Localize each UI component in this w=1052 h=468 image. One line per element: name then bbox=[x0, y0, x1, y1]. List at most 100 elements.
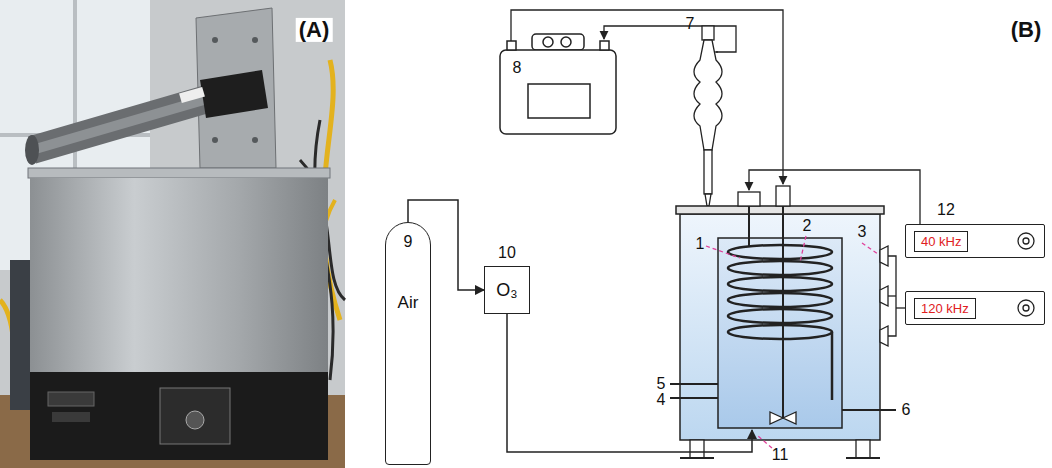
reactor-part-part bbox=[888, 295, 896, 296]
callout-number: 8 bbox=[513, 59, 522, 77]
reactor-part bbox=[670, 397, 718, 399]
reactor-part-part bbox=[728, 309, 832, 323]
gas-cylinder: Air bbox=[385, 222, 431, 465]
callout-number: 6 bbox=[902, 401, 911, 419]
chiller-part bbox=[528, 84, 590, 118]
knobs-part bbox=[1018, 300, 1034, 316]
knobs-part bbox=[1018, 233, 1034, 249]
photo-part bbox=[200, 70, 268, 118]
reactor-part bbox=[680, 457, 714, 459]
reactor-part-part bbox=[728, 277, 832, 291]
reactor-part bbox=[856, 440, 870, 458]
reactor-part-part bbox=[728, 245, 832, 259]
chiller-part bbox=[600, 41, 609, 50]
condenser-part bbox=[705, 194, 711, 206]
reactor-part-part bbox=[728, 293, 832, 307]
photo-part bbox=[252, 137, 258, 143]
photo-part bbox=[32, 97, 214, 150]
reactor-part bbox=[690, 440, 704, 458]
ozone-generator: O₃ bbox=[484, 266, 530, 314]
reactor-part bbox=[676, 206, 884, 214]
photo-part bbox=[160, 388, 230, 444]
reactor-part-part bbox=[728, 325, 832, 339]
ultrasonic-generator: 120 kHz bbox=[905, 291, 1045, 325]
photo-part bbox=[0, 0, 345, 468]
reactor-part bbox=[888, 256, 905, 336]
chiller-part bbox=[532, 34, 584, 50]
leader-lines-part bbox=[800, 236, 806, 262]
photo-part bbox=[179, 87, 205, 103]
photo-part bbox=[212, 37, 218, 43]
condenser-part bbox=[714, 51, 718, 52]
leader-lines-part bbox=[758, 436, 772, 448]
callout-number: 11 bbox=[772, 446, 789, 464]
chiller-part bbox=[543, 37, 553, 47]
photo bbox=[0, 0, 345, 468]
chiller bbox=[500, 34, 616, 134]
leader-lines-part bbox=[706, 246, 740, 258]
frequency-display: 40 kHz bbox=[914, 231, 968, 252]
reactor-part bbox=[748, 206, 750, 246]
callout-number: 9 bbox=[404, 233, 413, 251]
reactor-part-part bbox=[896, 307, 905, 308]
photo-part bbox=[186, 411, 204, 429]
knobs-part bbox=[1023, 305, 1029, 311]
photo-part bbox=[252, 37, 258, 43]
photo-part bbox=[30, 372, 328, 460]
chiller-part bbox=[500, 50, 616, 134]
reactor-part bbox=[782, 206, 784, 418]
callout-number: 12 bbox=[937, 201, 955, 219]
reactor-part bbox=[880, 246, 888, 346]
reactor-part bbox=[776, 186, 790, 206]
ultrasonic-generator: 40 kHz bbox=[905, 224, 1045, 258]
reactor-part bbox=[670, 383, 718, 385]
condenser-part bbox=[694, 40, 722, 150]
reactor-part-part bbox=[831, 332, 834, 400]
reactor-part bbox=[846, 457, 880, 459]
condenser bbox=[694, 26, 722, 206]
photo-part bbox=[32, 97, 214, 150]
photo-part bbox=[52, 412, 90, 422]
reactor-part-part bbox=[880, 326, 888, 346]
reactor-part bbox=[728, 245, 832, 400]
chiller-part bbox=[507, 41, 516, 50]
reactor-part bbox=[770, 412, 783, 424]
tubing bbox=[511, 10, 920, 224]
callout-number: 7 bbox=[686, 15, 695, 33]
reactor-part bbox=[738, 192, 760, 206]
photo-part bbox=[30, 178, 328, 378]
reactor bbox=[507, 186, 905, 458]
photo-part bbox=[212, 137, 218, 143]
knobs bbox=[1018, 233, 1034, 316]
knobs-part bbox=[1023, 238, 1029, 244]
callout-number: 4 bbox=[657, 391, 666, 409]
callout-number: 2 bbox=[803, 217, 812, 235]
reactor-part-part bbox=[728, 261, 832, 275]
photo-part bbox=[28, 168, 330, 178]
leader-lines bbox=[706, 236, 878, 448]
reactor-part bbox=[718, 238, 842, 428]
condenser-part bbox=[704, 150, 712, 194]
callout-number: 3 bbox=[858, 223, 867, 241]
reactor-part bbox=[680, 214, 880, 440]
tubing-part bbox=[511, 10, 783, 184]
reactor-part-part bbox=[880, 246, 888, 266]
panel-label: (A) bbox=[296, 18, 333, 42]
reactor-part-part bbox=[880, 286, 888, 306]
leader-lines-part bbox=[862, 243, 878, 254]
panel-label: (B) bbox=[1008, 18, 1045, 42]
chiller-part bbox=[561, 37, 571, 47]
reactor-part bbox=[842, 409, 896, 411]
reactor-part bbox=[783, 412, 796, 424]
node-text: O₃ bbox=[496, 280, 517, 301]
reactor-part-part bbox=[888, 256, 896, 336]
tubing-part bbox=[604, 26, 736, 52]
condenser-part bbox=[702, 26, 714, 40]
callout-number: 1 bbox=[696, 235, 705, 253]
callout-number: 5 bbox=[657, 375, 666, 393]
